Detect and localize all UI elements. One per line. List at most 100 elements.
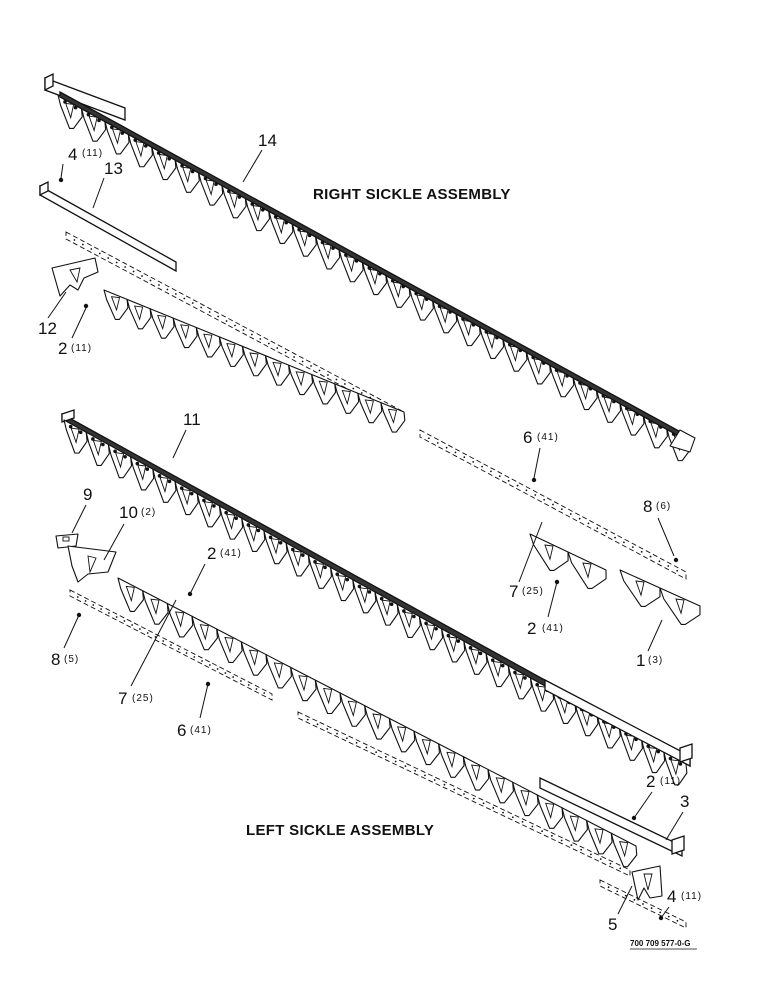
- callout-11: 11: [172, 410, 201, 459]
- svg-text:(6): (6): [656, 501, 671, 512]
- section-notch: [180, 324, 190, 340]
- rivet: [523, 676, 527, 680]
- strip-hole: [490, 470, 492, 473]
- strip-hole: [623, 541, 625, 544]
- svg-text:9: 9: [83, 485, 92, 504]
- section-notch: [625, 734, 636, 752]
- strip-hole: [443, 783, 446, 786]
- strip-hole: [234, 324, 236, 327]
- svg-text:7: 7: [118, 689, 127, 708]
- strip-hole: [191, 302, 194, 304]
- strip-hole: [115, 261, 118, 264]
- rivet: [212, 504, 216, 508]
- rivet: [490, 658, 495, 662]
- section-notch: [675, 598, 685, 615]
- strip-hole: [580, 848, 583, 851]
- rivet: [478, 651, 483, 656]
- strip-hole: [174, 293, 177, 295]
- section-notch: [157, 314, 167, 331]
- rivet: [500, 663, 505, 668]
- strip-hole: [216, 668, 219, 670]
- svg-text:2: 2: [646, 772, 655, 791]
- rivet: [513, 670, 517, 675]
- section-notch: [635, 580, 645, 597]
- strip-hole: [224, 672, 227, 674]
- section-notch: [486, 332, 496, 350]
- strip-hole: [107, 257, 110, 259]
- strip-hole: [578, 517, 581, 520]
- svg-text:(41): (41): [190, 725, 212, 736]
- lower-right-strip: [599, 879, 687, 929]
- section-notch: [292, 550, 302, 567]
- section-notch: [446, 751, 456, 769]
- fastener-dot: [673, 557, 679, 563]
- callout-2-lower: 2 (11): [633, 772, 680, 819]
- section-notch: [392, 281, 402, 299]
- section-notch: [182, 166, 192, 184]
- rivet: [224, 510, 228, 515]
- section-notch: [226, 343, 236, 359]
- heel-hole: [62, 536, 70, 542]
- strip-hole: [115, 616, 118, 618]
- strip-hole: [384, 755, 387, 758]
- strip-hole: [301, 360, 304, 363]
- svg-text:(25): (25): [132, 693, 154, 704]
- rivet: [234, 516, 238, 521]
- strip-hole: [511, 816, 514, 819]
- right-sickle-end-section: [669, 429, 696, 453]
- drawing-part-code: 700 709 577-0-G: [630, 939, 691, 948]
- strip-hole: [676, 569, 679, 572]
- fastener-dot: [83, 303, 89, 309]
- svg-text:10: 10: [119, 503, 138, 522]
- strip-hole: [123, 620, 126, 622]
- section-notch: [569, 815, 579, 833]
- strip-hole: [276, 347, 279, 349]
- strip-hole: [607, 886, 610, 889]
- section-notch: [299, 230, 309, 248]
- rivet: [278, 540, 283, 545]
- svg-text:4: 4: [667, 887, 676, 906]
- section-notch: [648, 747, 658, 764]
- section-notch: [345, 256, 356, 273]
- rivet: [668, 756, 673, 761]
- strip-hole: [193, 656, 196, 658]
- section-notch: [471, 764, 481, 781]
- rivet: [256, 528, 261, 533]
- rivet: [656, 749, 661, 754]
- section-notch: [520, 790, 530, 807]
- strip-hole: [404, 765, 407, 768]
- plate-notch: [643, 873, 653, 891]
- strip-hole: [242, 329, 245, 331]
- section-notch: [249, 649, 259, 667]
- callout-7-left: 7 (25): [118, 599, 177, 708]
- strip-hole: [650, 907, 653, 910]
- svg-text:(3): (3): [648, 655, 663, 666]
- rivet: [379, 596, 384, 601]
- section-notch: [125, 585, 135, 603]
- section-notch: [295, 371, 305, 387]
- rivet: [323, 565, 327, 570]
- strip-hole: [355, 741, 358, 744]
- callout-10: 10 (2): [103, 503, 155, 561]
- strip-hole: [263, 692, 266, 694]
- section-notch: [175, 611, 185, 628]
- strip-hole: [318, 369, 321, 372]
- section-notch: [135, 141, 145, 158]
- strip-hole: [255, 688, 258, 690]
- rivet: [446, 633, 451, 638]
- rivet: [189, 491, 194, 496]
- plate-notch: [69, 267, 81, 284]
- strip-hole: [232, 676, 235, 678]
- rivet: [291, 547, 295, 552]
- strip-hole: [631, 546, 634, 548]
- lower-center-strip: [297, 711, 631, 877]
- rivet: [268, 535, 273, 540]
- strip-hole: [343, 383, 346, 385]
- rivet: [301, 553, 305, 557]
- section-notch: [514, 673, 524, 690]
- strip-hole: [185, 652, 188, 654]
- section-notch: [248, 525, 258, 543]
- strip-hole: [667, 915, 670, 918]
- section-notch: [448, 636, 458, 653]
- strip-hole: [100, 608, 102, 610]
